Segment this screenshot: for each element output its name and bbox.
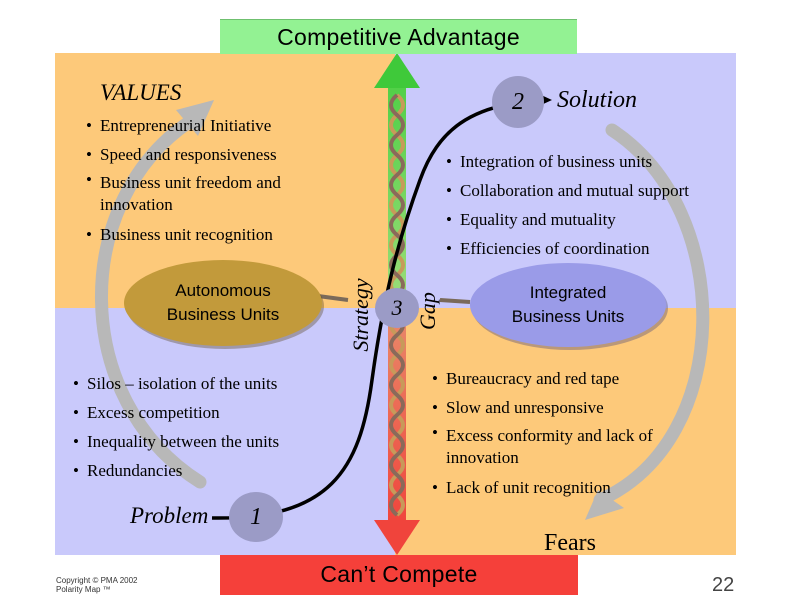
fears-bullet-list: Bureaucracy and red tape Slow and unresp… [432,364,722,502]
list-item: Collaboration and mutual support [446,176,736,205]
fears-heading: Fears [544,530,596,556]
list-item: Redundancies [73,456,333,485]
list-item: Lack of unit recognition [432,473,722,502]
list-item: Excess competition [73,398,333,427]
cant-compete-title: Can’t Compete [320,561,478,587]
problem-heading: Problem [130,503,209,528]
autonomous-business-units-pole: Autonomous Business Units [124,260,322,346]
competitive-advantage-title: Competitive Advantage [277,24,520,50]
copyright-notice: Copyright © PMA 2002 Polarity Map ™ [56,576,138,594]
list-item: Slow and unresponsive [432,393,722,422]
page-number: 22 [712,574,735,596]
list-item: Speed and responsiveness [86,140,326,169]
integrated-business-units-pole: Integrated Business Units [470,263,666,347]
cant-compete-banner: Can’t Compete [220,555,578,595]
polarity-map-trademark: Polarity Map ™ [56,585,111,594]
list-item: Inequality between the units [73,427,333,456]
list-item: Equality and mutuality [446,205,736,234]
solution-number-badge: 2 [492,76,544,128]
copyright-line: Copyright © PMA 2002 [56,576,138,585]
problem-bullet-list: Silos – isolation of the units Excess co… [73,369,333,485]
solution-bullet-list: Integration of business units Collaborat… [446,147,736,263]
downward-arrow-head [374,520,420,555]
list-item: Silos – isolation of the units [73,369,333,398]
competitive-advantage-banner: Competitive Advantage [220,19,577,54]
left-connector-arrow [317,294,349,302]
list-item: Excess conformity and lack of innovation [432,422,722,473]
strategy-gap-number-badge: 3 [375,288,419,328]
problem-number-badge: 1 [229,492,283,542]
values-heading: VALUES [100,80,182,105]
values-bullet-list: Entrepreneurial Initiative Speed and res… [86,111,326,249]
list-item: Business unit recognition [86,220,326,249]
upward-arrow-head [374,53,420,88]
autonomous-business-units-label: Autonomous Business Units [166,281,280,324]
list-item: Bureaucracy and red tape [432,364,722,393]
strategy-label: Strategy [348,278,373,352]
right-connector-arrow [439,298,471,304]
list-item: Business unit freedom and innovation [86,169,326,220]
gap-label: Gap [415,292,440,330]
solution-heading: Solution [557,87,638,113]
list-item: Integration of business units [446,147,736,176]
integrated-business-units-label: Integrated Business Units [511,283,625,326]
list-item: Efficiencies of coordination [446,234,736,263]
list-item: Entrepreneurial Initiative [86,111,326,140]
